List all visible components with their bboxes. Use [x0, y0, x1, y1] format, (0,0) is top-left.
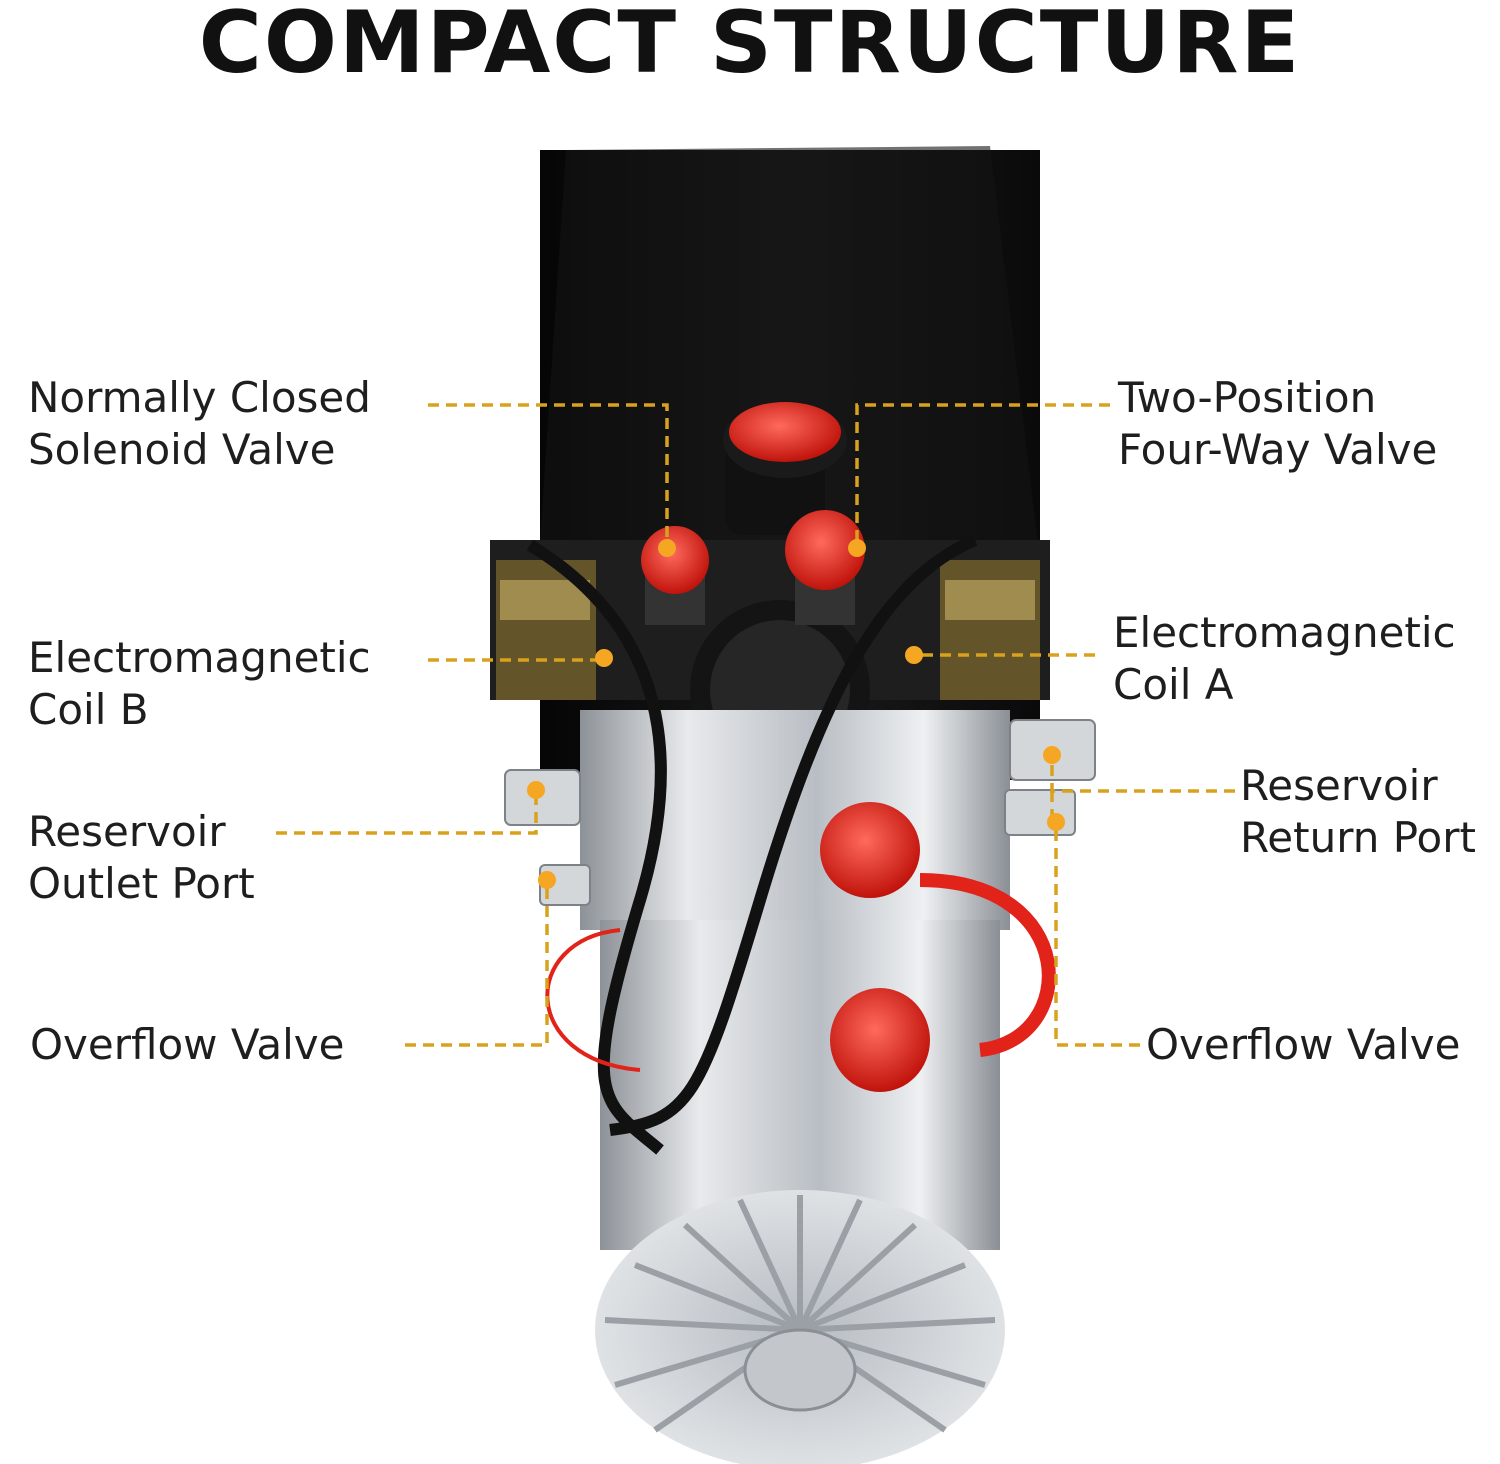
- marker-four-way-valve: [848, 539, 866, 557]
- label-normally-closed-solenoid-valve: Normally Closed Solenoid Valve: [28, 373, 371, 474]
- marker-coil-a: [905, 646, 923, 664]
- terminal-boot-upper: [820, 802, 920, 898]
- marker-reservoir-return: [1043, 746, 1061, 764]
- marker-overflow-left: [538, 871, 556, 889]
- marker-reservoir-outlet: [527, 781, 545, 799]
- label-reservoir-outlet-port: Reservoir Outlet Port: [28, 807, 255, 908]
- pump-motor: [580, 710, 1010, 1464]
- label-reservoir-return-port: Reservoir Return Port: [1240, 761, 1476, 862]
- wiring: [526, 534, 1056, 1155]
- marker-solenoid-valve: [658, 539, 676, 557]
- label-overflow-valve-left: Overflow Valve: [30, 1020, 345, 1069]
- leader-lines: [276, 403, 1235, 1047]
- terminal-boot-lower: [830, 988, 930, 1092]
- label-overflow-valve-right: Overflow Valve: [1146, 1020, 1461, 1069]
- label-electromagnetic-coil-a: Electromagnetic Coil A: [1113, 608, 1456, 709]
- marker-coil-b: [595, 649, 613, 667]
- label-two-position-four-way-valve: Two-Position Four-Way Valve: [1118, 373, 1438, 474]
- filler-cap: [723, 402, 847, 535]
- page-title: COMPACT STRUCTURE: [198, 0, 1302, 93]
- label-electromagnetic-coil-b: Electromagnetic Coil B: [28, 633, 371, 734]
- solenoid-valve-knob: [641, 526, 709, 625]
- callout-markers: [527, 539, 1065, 889]
- four-way-valve-knob: [785, 510, 865, 625]
- marker-overflow-right: [1047, 813, 1065, 831]
